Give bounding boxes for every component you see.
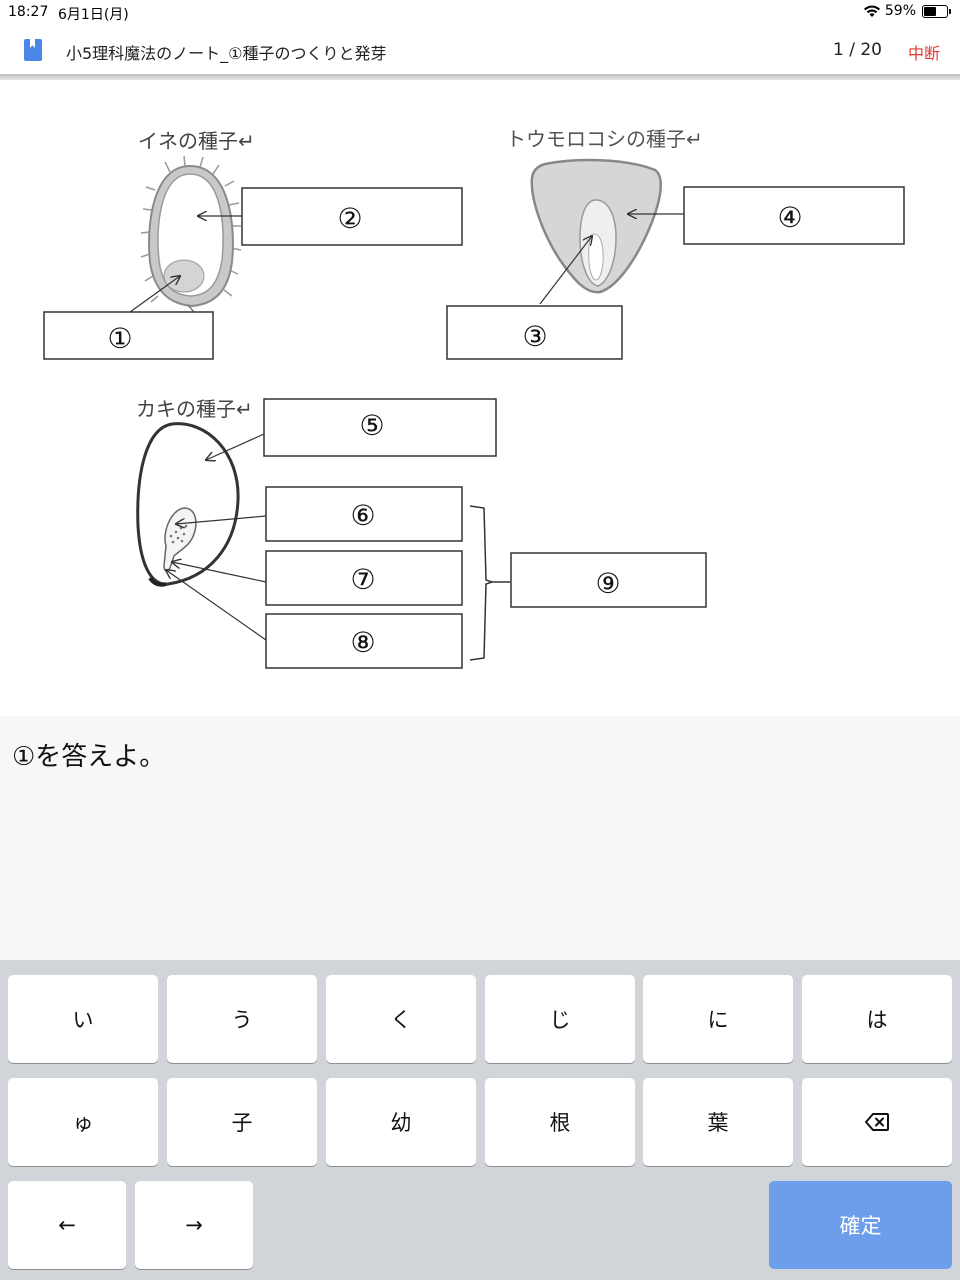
key-u[interactable]: う (167, 975, 317, 1063)
box-label-9: ⑨ (595, 567, 620, 600)
box-label-1: ① (107, 322, 132, 355)
backspace-key[interactable] (802, 1078, 952, 1166)
answer-box-3 (446, 305, 623, 360)
box-label-5: ⑤ (359, 409, 384, 442)
persimmon-arrow-7 (172, 562, 267, 583)
key-ji[interactable]: じ (485, 975, 635, 1063)
persimmon-seed-illustration (136, 422, 240, 587)
question-area: ①を答えよ。 (0, 716, 960, 960)
page-title: 小5理科魔法のノート_①種子のつくりと発芽 (66, 44, 387, 63)
right-arrow-key[interactable]: → (135, 1181, 253, 1269)
persimmon-arrow-5 (206, 433, 265, 460)
answer-keyboard: い う く じ に は ゅ 子 幼 根 葉 ← → 確定 (0, 960, 960, 1280)
seed-diagram: イネの種子↵ トウモロコシの種子↵ カキの種子↵ (0, 80, 960, 716)
persimmon-arrow-8 (166, 570, 267, 641)
corn-arrow-3 (539, 236, 592, 305)
battery-icon (922, 4, 951, 18)
key-ha[interactable]: は (802, 975, 952, 1063)
answer-box-1 (43, 311, 214, 360)
question-text: ①を答えよ。 (12, 742, 166, 772)
nav-bar: 小5理科魔法のノート_①種子のつくりと発芽 1 / 20 中断 (0, 26, 960, 74)
box-label-2: ② (337, 202, 362, 235)
answer-box-8 (265, 613, 463, 669)
key-ko[interactable]: 子 (167, 1078, 317, 1166)
status-time: 18:27 (8, 4, 49, 20)
bookmark-icon[interactable] (24, 39, 42, 61)
box-label-4: ④ (777, 201, 802, 234)
seed-diagram-svg: イネの種子↵ トウモロコシの種子↵ カキの種子↵ (43, 127, 905, 669)
key-i[interactable]: い (8, 975, 158, 1063)
answer-box-4 (683, 186, 905, 245)
nav-divider (0, 74, 960, 80)
box-label-6: ⑥ (350, 499, 375, 532)
key-you[interactable]: 幼 (326, 1078, 476, 1166)
answer-box-7 (265, 550, 463, 606)
status-indicators: 59% (863, 3, 951, 19)
answer-box-6 (265, 486, 463, 542)
answer-box-2 (241, 187, 463, 246)
key-small-yu[interactable]: ゅ (8, 1078, 158, 1166)
key-ku[interactable]: く (326, 975, 476, 1063)
backspace-icon (865, 1113, 889, 1131)
abort-button[interactable]: 中断 (907, 44, 940, 63)
wifi-icon (863, 5, 880, 17)
box-label-3: ③ (522, 320, 547, 353)
corn-seed-illustration (530, 158, 662, 294)
bracket (469, 505, 495, 661)
rice-seed-title: イネの種子↵ (138, 129, 255, 153)
battery-level (924, 6, 937, 16)
status-bar: 18:27 6月1日(月) 59% (0, 0, 960, 26)
box-label-7: ⑦ (350, 563, 375, 596)
status-date: 6月1日(月) (58, 7, 129, 23)
rice-seed-illustration (140, 155, 242, 313)
corn-seed-title: トウモロコシの種子↵ (506, 127, 703, 151)
page-counter: 1 / 20 (833, 40, 882, 60)
box-label-8: ⑧ (350, 626, 375, 659)
battery-percent: 59% (884, 3, 916, 19)
key-ne[interactable]: 根 (485, 1078, 635, 1166)
persimmon-seed-title: カキの種子↵ (136, 397, 253, 421)
key-ni[interactable]: に (643, 975, 793, 1063)
key-ha-leaf[interactable]: 葉 (643, 1078, 793, 1166)
rice-arrow-1 (129, 276, 180, 313)
answer-box-9 (510, 552, 707, 608)
persimmon-arrow-6 (176, 515, 267, 524)
left-arrow-key[interactable]: ← (8, 1181, 126, 1269)
confirm-button[interactable]: 確定 (769, 1181, 952, 1269)
answer-box-5 (263, 398, 497, 457)
